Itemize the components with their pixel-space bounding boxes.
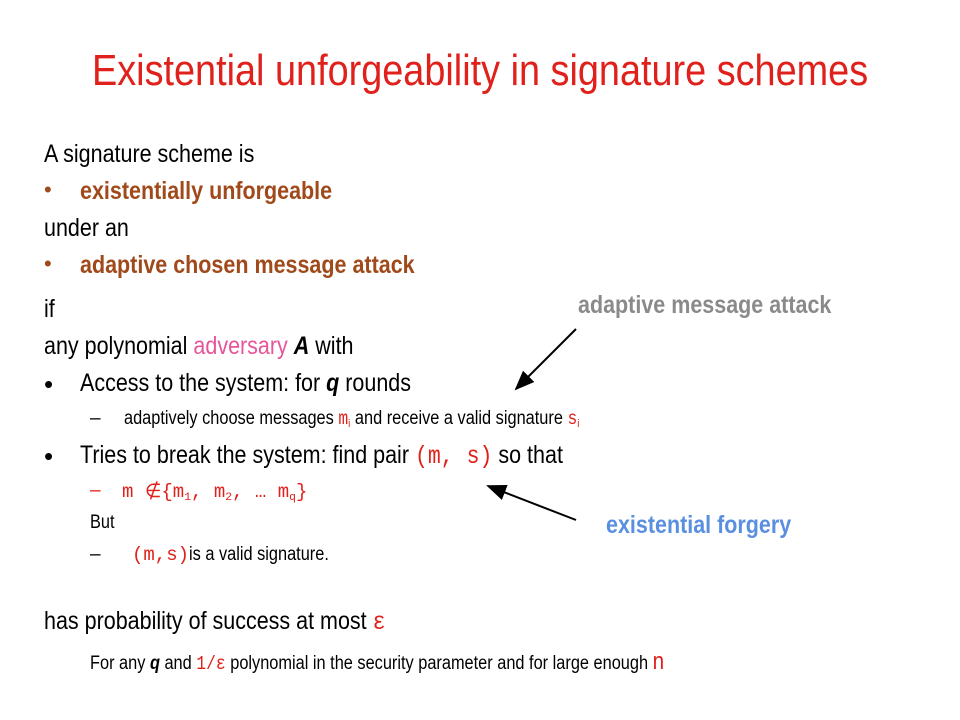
property-adaptive: adaptive chosen message attack	[80, 251, 415, 279]
footnote-line: For any q and 1/ε polynomial in the secu…	[90, 648, 665, 675]
probability-line: has probability of success at most ε	[44, 607, 386, 637]
but-line: But	[90, 512, 115, 533]
if-line: if	[44, 295, 55, 323]
property-existential: existentially unforgeable	[80, 177, 333, 205]
valid-signature-line: (m,s) is a valid signature.	[132, 544, 329, 566]
pair-ms: (m, s)	[414, 442, 493, 471]
adversary-word: adversary	[193, 332, 288, 360]
adversary-line: any polynomial adversary A with	[44, 332, 354, 360]
bullet-dot: •	[44, 177, 52, 202]
break-line: Tries to break the system: find pair (m,…	[80, 441, 563, 471]
bullet-dot: •	[44, 441, 54, 471]
arrow-to-access	[514, 328, 577, 391]
sub-dash: –	[90, 544, 101, 565]
not-in-set-line: m ∉{m1, m2, … mq}	[122, 481, 308, 504]
intro-line: A signature scheme is	[44, 140, 255, 168]
arrow-to-condition	[486, 485, 577, 521]
access-line: Access to the system: for q rounds	[80, 369, 412, 397]
adversary-var: A	[293, 332, 310, 360]
sub-dash: –	[90, 480, 101, 501]
bullet-dot: •	[44, 251, 52, 276]
adaptive-query-line: adaptively choose messages mi and receiv…	[124, 408, 580, 430]
bullet-dot: •	[44, 369, 54, 399]
epsilon: ε	[372, 608, 386, 637]
annotation-existential: existential forgery	[606, 511, 792, 539]
slide-title: Existential unforgeability in signature …	[92, 46, 869, 95]
sub-dash: –	[90, 408, 101, 429]
under-line: under an	[44, 214, 129, 242]
annotation-adaptive: adaptive message attack	[578, 291, 832, 319]
